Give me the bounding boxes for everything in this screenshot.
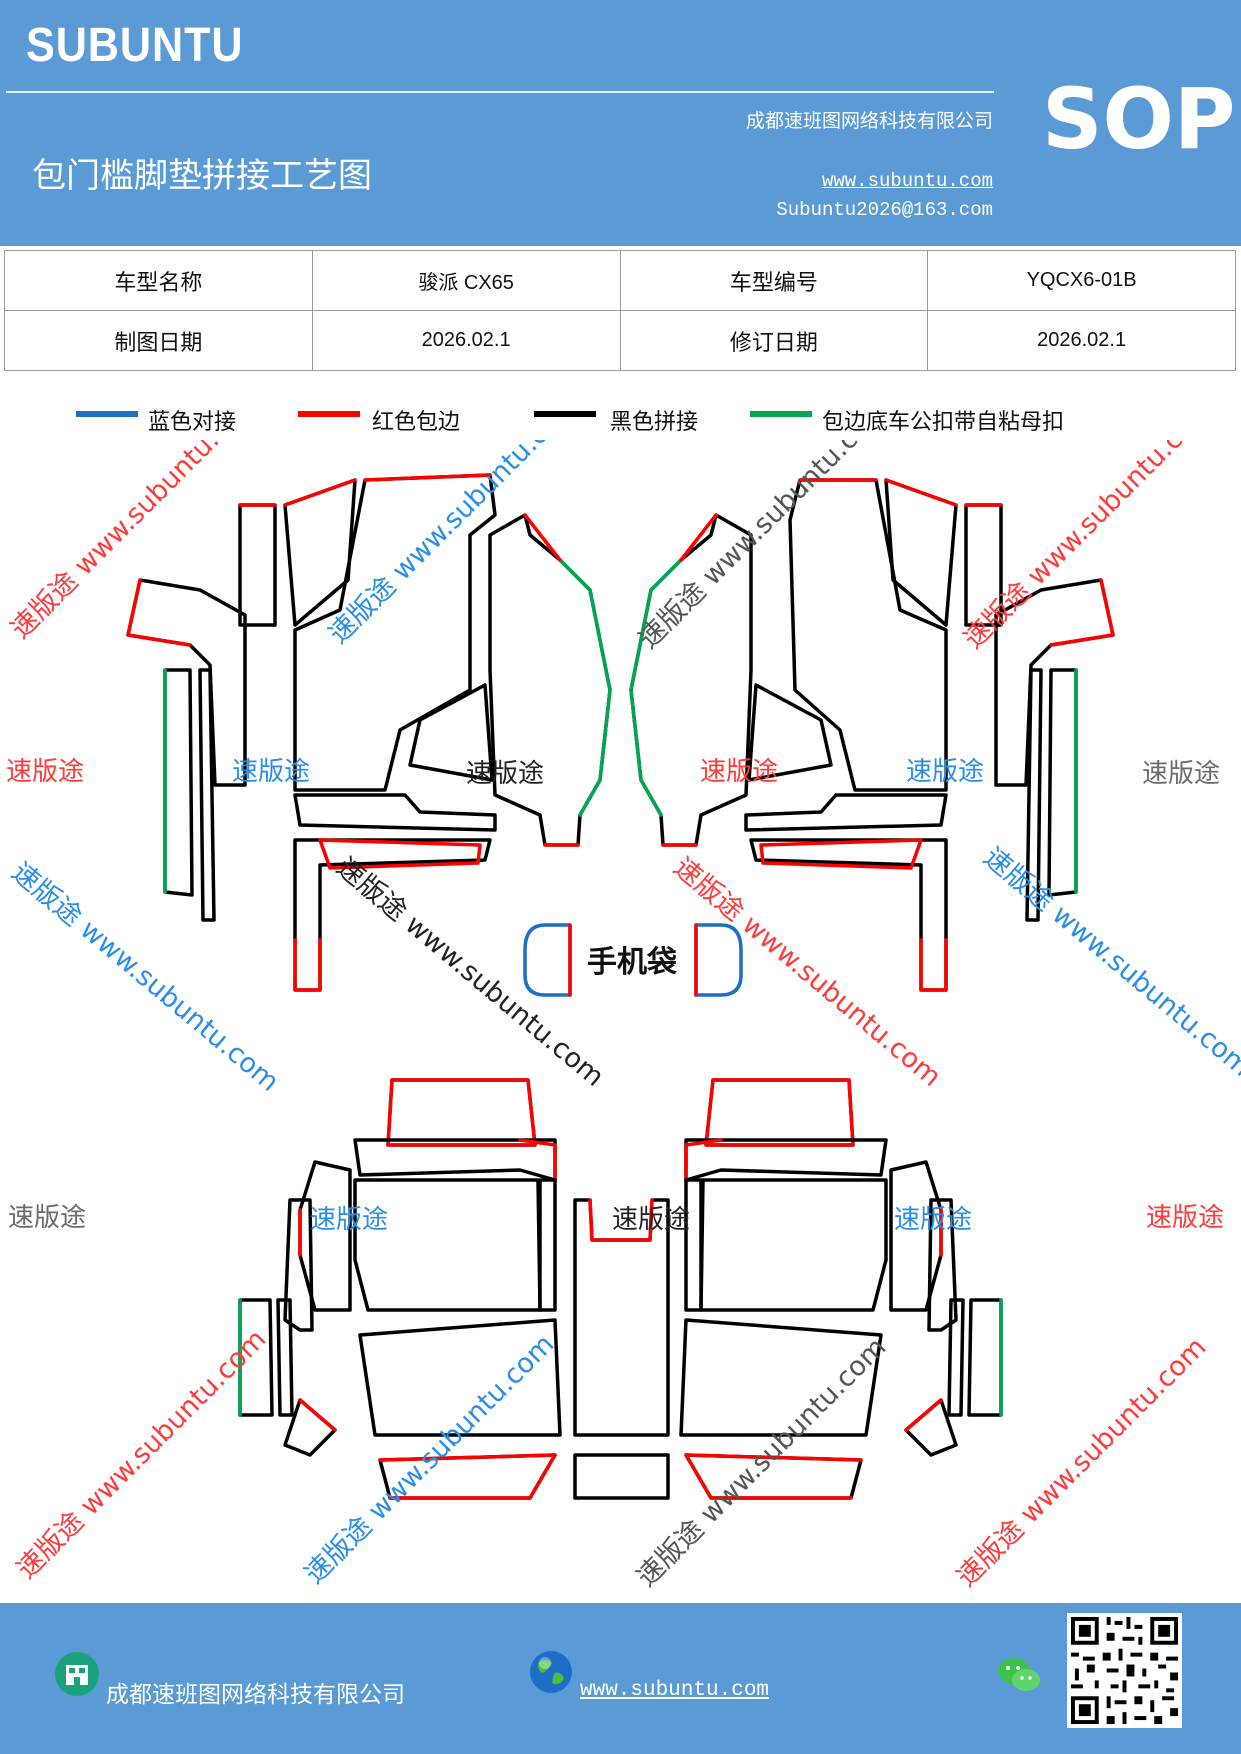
model-code-label: 车型编号 xyxy=(619,250,929,311)
draw-date-value: 2026.02.1 xyxy=(311,310,621,371)
watermark-group-short: 速版途 速版途 速版途 速版途 速版途 速版途 速版途 速版途 速版途 速版途 … xyxy=(6,757,1224,1235)
rear-right-mat-group xyxy=(679,1078,1003,1500)
brand-logo: SUBUNTU xyxy=(26,19,244,72)
watermark-text: 速版途 xyxy=(232,757,310,787)
legend: 蓝色对接 红色包边 黑色拼接 包边底车公扣带自粘母扣 xyxy=(0,400,1241,440)
front-left-mat-group xyxy=(126,473,612,992)
legend-label: 蓝色对接 xyxy=(148,410,237,435)
header-divider xyxy=(6,91,994,93)
watermark-text: 速版途 xyxy=(310,1205,388,1235)
header-website-link[interactable]: www.subuntu.com xyxy=(821,170,993,192)
header-email: Subuntu2026@163.com xyxy=(776,199,993,221)
model-code-value: YQCX6-01B xyxy=(927,250,1236,311)
watermark-text: 速版途 xyxy=(700,757,778,787)
watermark-text: 速版途 xyxy=(466,759,544,789)
sop-badge: SOP xyxy=(1042,70,1236,168)
info-table: 车型名称 骏派 CX65 车型编号 YQCX6-01B 制图日期 2026.02… xyxy=(4,250,1236,371)
watermark-text: 速版途 xyxy=(8,1203,86,1233)
revise-date-label: 修订日期 xyxy=(619,310,929,371)
phone-pocket-label: 手机袋 xyxy=(587,945,677,980)
legend-label: 黑色拼接 xyxy=(610,410,699,435)
legend-label: 红色包边 xyxy=(372,410,461,435)
model-name-value: 骏派 CX65 xyxy=(311,250,621,311)
globe-icon xyxy=(530,1651,572,1693)
watermark-text: 速版途 www.subuntu.com xyxy=(958,440,1219,655)
watermark-text: 速版途 www.subuntu.com xyxy=(299,1329,560,1590)
draw-date-label: 制图日期 xyxy=(4,310,313,371)
rear-middle-tunnel xyxy=(573,1198,670,1500)
watermark-group-long: 速版途 www.subuntu.com 速版途 www.subuntu.com … xyxy=(5,440,1241,1593)
watermark-text: 速版途 xyxy=(612,1205,690,1235)
footer-company: 成都速班图网络科技有限公司 xyxy=(106,1682,405,1708)
legend-swatch-red xyxy=(298,411,360,417)
legend-swatch-green xyxy=(750,411,812,417)
watermark-text: 速版途 www.subuntu.com xyxy=(951,1332,1212,1593)
front-right-mat-group xyxy=(629,478,1115,992)
watermark-text: 速版途 www.subuntu.com xyxy=(6,857,285,1098)
watermark-text: 速版途 www.subuntu.com xyxy=(331,852,610,1093)
wechat-icon[interactable] xyxy=(996,1655,1042,1695)
watermark-text: 速版途 xyxy=(906,757,984,787)
watermark-text: 速版途 www.subuntu.com xyxy=(631,1332,892,1593)
watermark-text: 速版途 xyxy=(1146,1203,1224,1233)
info-row: 制图日期 2026.02.1 修订日期 2026.02.1 xyxy=(4,310,1236,371)
header-bar: SUBUNTU 成都速班图网络科技有限公司 包门槛脚垫拼接工艺图 www.sub… xyxy=(0,0,1241,246)
header-company: 成都速班图网络科技有限公司 xyxy=(745,110,993,132)
phone-pocket-group xyxy=(523,923,743,997)
watermark-text: 速版途 xyxy=(6,757,84,787)
footer-bar: 成都速班图网络科技有限公司 www.subuntu.com xyxy=(0,1603,1241,1754)
watermark-text: 速版途 www.subuntu.com xyxy=(5,440,266,645)
footer-website-link[interactable]: www.subuntu.com xyxy=(580,1679,770,1702)
watermark-text: 速版途 www.subuntu.com xyxy=(668,852,947,1093)
watermark-text: 速版途 www.subuntu.com xyxy=(11,1324,272,1585)
model-name-label: 车型名称 xyxy=(4,250,313,311)
legend-swatch-blue xyxy=(76,411,138,417)
info-row: 车型名称 骏派 CX65 车型编号 YQCX6-01B xyxy=(4,250,1236,311)
rear-left-mat-group xyxy=(238,1078,562,1500)
legend-label: 包边底车公扣带自粘母扣 xyxy=(822,410,1065,435)
page-title: 包门槛脚垫拼接工艺图 xyxy=(32,156,372,196)
watermark-text: 速版途 www.subuntu.com xyxy=(633,440,894,655)
floor-mat-diagram: 手机袋 速版途 速版途 速版途 速版途 速版途 速版途 速版途 速版途 速版途 … xyxy=(5,440,1241,1593)
legend-swatch-black xyxy=(534,411,596,417)
qr-code-image xyxy=(1067,1613,1182,1728)
watermark-text: 速版途 xyxy=(1142,759,1220,789)
company-icon xyxy=(55,1652,99,1696)
watermark-text: 速版途 www.subuntu.com xyxy=(978,842,1241,1083)
watermark-text: 速版途 www.subuntu.com xyxy=(323,440,584,650)
watermark-text: 速版途 xyxy=(894,1205,972,1235)
qr-code xyxy=(1067,1613,1182,1728)
revise-date-value: 2026.02.1 xyxy=(927,310,1236,371)
